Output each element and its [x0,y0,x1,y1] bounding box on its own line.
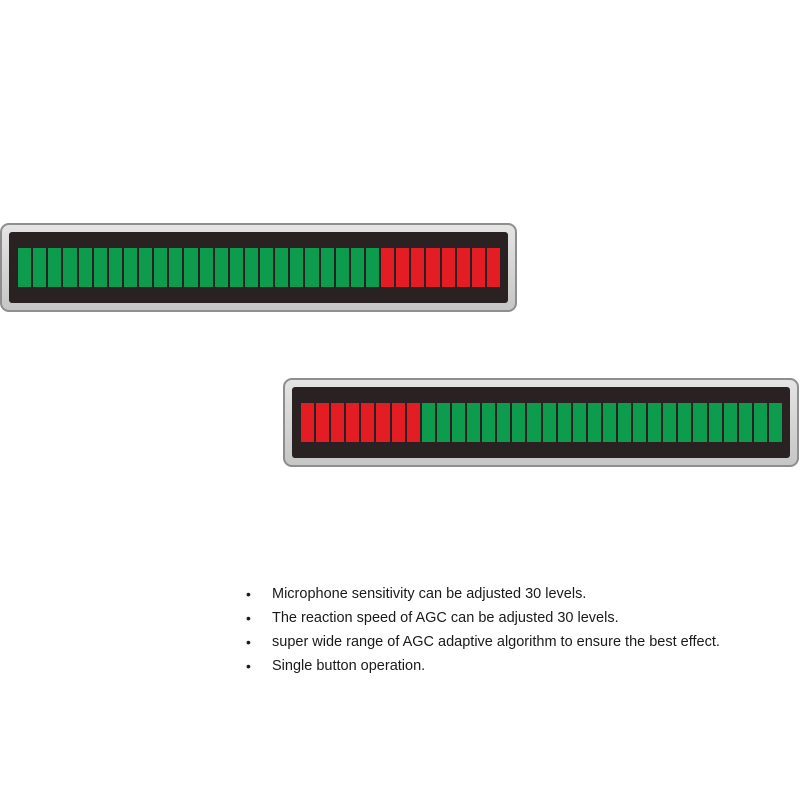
feature-item: • Single button operation. [246,654,720,678]
bullet-icon: • [246,586,251,602]
led-segment-green [18,248,32,287]
led-segment-green [305,248,319,287]
led-segment-green [320,248,334,287]
led-segment-green [663,403,677,442]
led-segment-green [214,248,228,287]
led-segment-red [331,403,345,442]
led-segment-green [78,248,92,287]
meter-screen [9,232,508,303]
led-segment-green [290,248,304,287]
feature-item: • super wide range of AGC adaptive algori… [246,630,720,654]
led-segment-green [527,403,541,442]
feature-list: • Microphone sensitivity can be adjusted … [246,582,720,678]
led-segment-red [441,248,455,287]
led-segment-red [391,403,405,442]
led-segment-green [229,248,243,287]
led-segment-red [426,248,440,287]
led-segment-green [335,248,349,287]
bullet-icon: • [246,658,251,674]
led-segment-green [260,248,274,287]
led-segment-green [123,248,137,287]
led-segment-green [708,403,722,442]
led-segment-green [587,403,601,442]
led-segment-green [542,403,556,442]
led-segment-green [199,248,213,287]
led-segment-red [406,403,420,442]
led-segment-red [361,403,375,442]
led-segment-green [602,403,616,442]
led-segment-red [301,403,315,442]
led-segment-green [33,248,47,287]
led-segment-red [346,403,360,442]
led-segment-green [633,403,647,442]
led-segment-green [617,403,632,442]
led-segment-green [497,403,511,442]
led-segment-green [93,248,107,287]
led-segment-red [381,248,395,287]
led-segment-green [738,403,752,442]
led-level-meter-top [0,223,517,312]
led-segment-green [275,248,289,287]
led-segment-red [471,248,485,287]
led-segment-red [486,248,500,287]
led-segment-green [365,248,379,287]
led-segment-green [421,403,435,442]
led-segment-green [482,403,496,442]
bullet-icon: • [246,610,251,626]
feature-text: super wide range of AGC adaptive algorit… [272,634,720,650]
bullet-icon: • [246,634,251,650]
led-segment-green [244,248,258,287]
led-segment-red [396,248,410,287]
led-segment-green [350,248,364,287]
feature-text: Microphone sensitivity can be adjusted 3… [272,586,587,602]
feature-text: Single button operation. [272,658,426,674]
led-segment-red [376,403,390,442]
led-segment-green [678,403,692,442]
led-segment-green [512,403,526,442]
led-segment-red [411,248,425,287]
led-segment-green [184,248,198,287]
led-segment-green [108,248,122,287]
led-segment-red [316,403,330,442]
feature-item: • Microphone sensitivity can be adjusted … [246,582,720,606]
led-segment-green [436,403,450,442]
led-segment-green [139,248,153,287]
led-segment-green [48,248,62,287]
led-segment-green [753,403,767,442]
led-segment-green [768,403,782,442]
feature-item: • The reaction speed of AGC can be adjust… [246,606,720,630]
led-segment-green [154,248,168,287]
led-segment-green [557,403,571,442]
led-segment-green [63,248,77,287]
feature-text: The reaction speed of AGC can be adjuste… [272,610,619,626]
led-segment-green [572,403,586,442]
led-level-meter-bottom [283,378,799,467]
led-segment-green [451,403,466,442]
meter-screen [292,387,790,458]
led-segment-green [693,403,707,442]
led-segment-red [456,248,470,287]
led-segment-green [169,248,183,287]
led-segment-green [723,403,737,442]
led-segment-green [467,403,481,442]
led-segment-green [648,403,662,442]
